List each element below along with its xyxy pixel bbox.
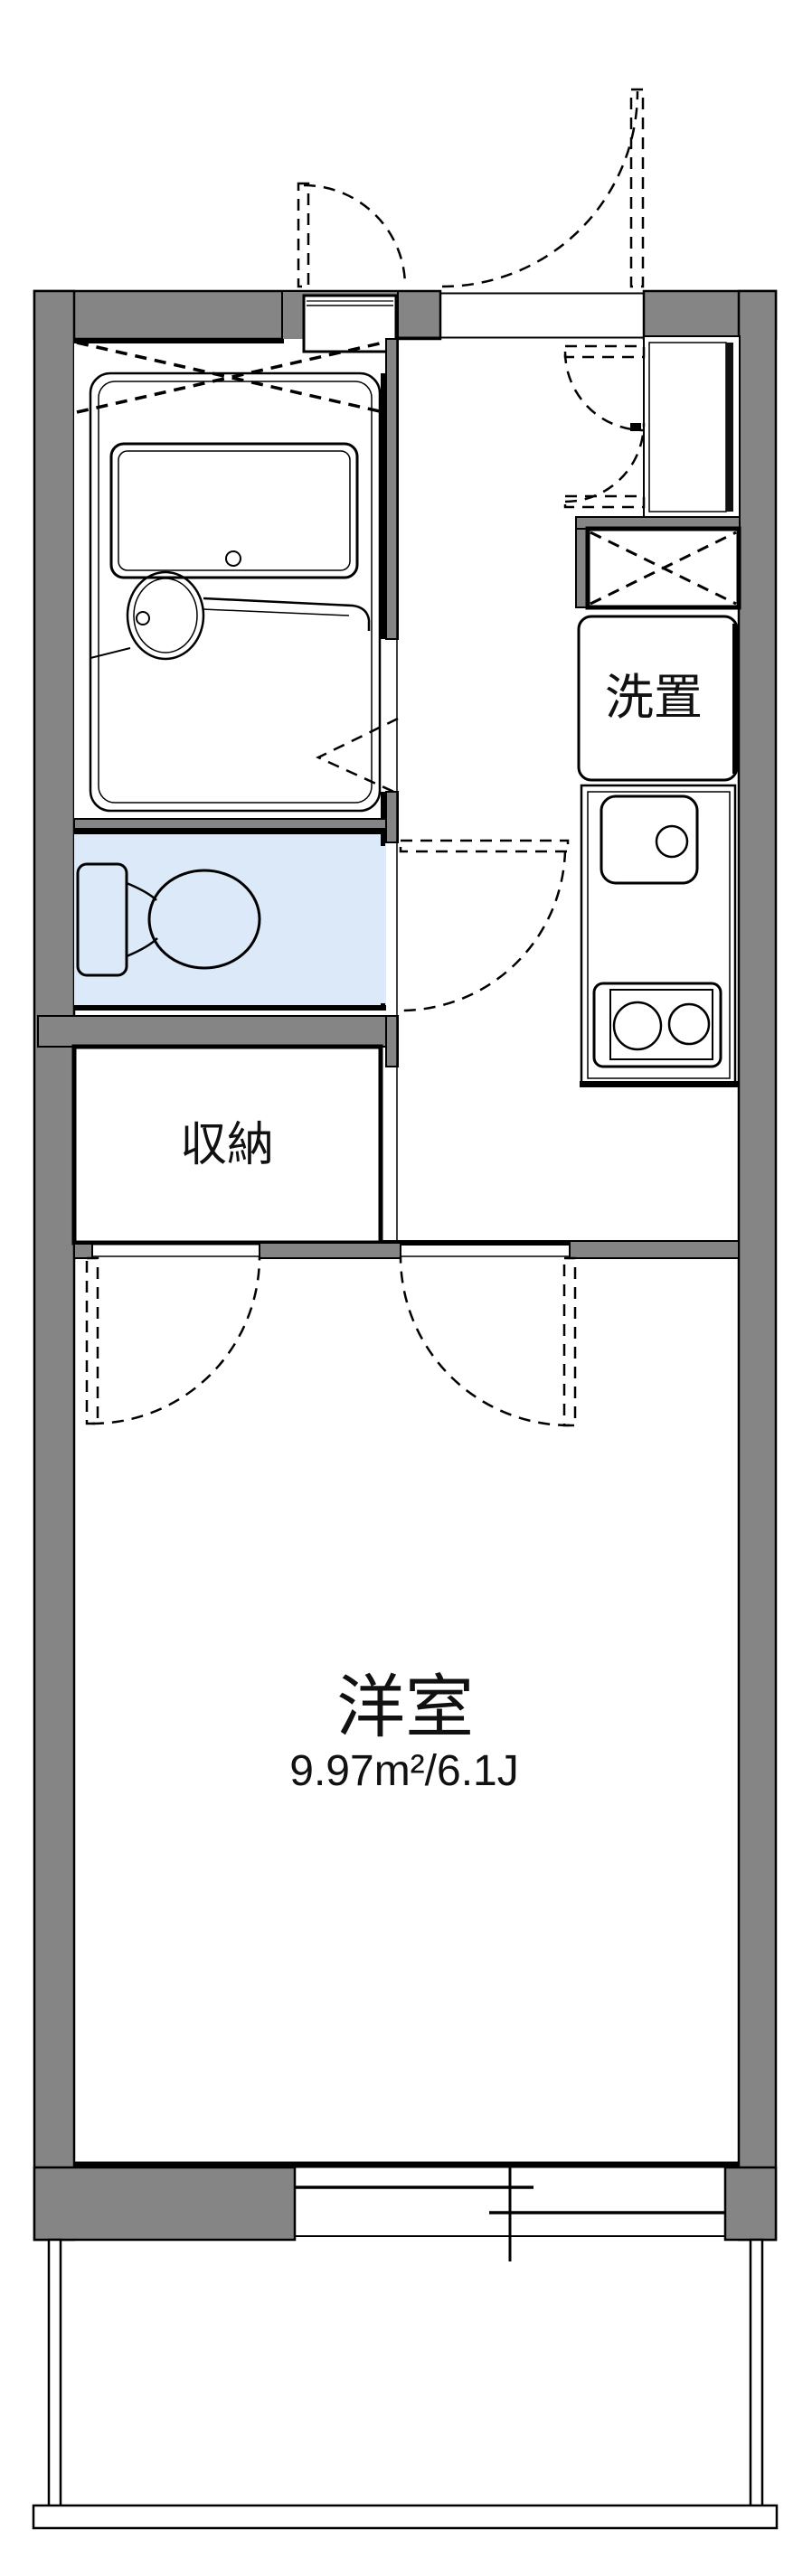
balcony-rail-bottom bbox=[32, 2504, 779, 2530]
toilet-tank bbox=[76, 862, 128, 977]
porch-storage-door bbox=[297, 182, 407, 288]
hall-divider-strips bbox=[385, 338, 399, 1240]
washer-space bbox=[577, 615, 739, 782]
bath-unit bbox=[89, 371, 382, 813]
label-storage: 収納 bbox=[180, 1119, 274, 1171]
bathtub bbox=[109, 442, 359, 579]
wall-bottom-left bbox=[33, 2166, 297, 2242]
wall-toilet-storage bbox=[37, 1015, 399, 1048]
wall-bath-toilet bbox=[73, 818, 387, 830]
kitchen-counter-end bbox=[580, 1081, 738, 1087]
stove-burner-left bbox=[612, 1001, 663, 1051]
main-room-doors bbox=[85, 1255, 577, 1427]
basin-faucet bbox=[136, 611, 150, 625]
kitchen bbox=[580, 784, 738, 1087]
toilet-door bbox=[399, 839, 570, 1012]
main-room-window bbox=[74, 2161, 739, 2261]
bath-counter-edge bbox=[203, 597, 371, 631]
bath-folding-door bbox=[316, 717, 399, 795]
shoe-cabinet-doors bbox=[563, 344, 646, 509]
door-meeting-block bbox=[630, 423, 641, 431]
sink-drain bbox=[655, 824, 689, 859]
wall-bottom-right bbox=[723, 2166, 778, 2242]
stove-burner-right bbox=[667, 1002, 711, 1046]
room-toilet bbox=[74, 830, 386, 1011]
entry-niche bbox=[302, 294, 398, 353]
label-washer: 洗置 bbox=[605, 671, 703, 725]
pipe-space bbox=[575, 516, 741, 610]
bathroom-ceiling-x bbox=[76, 341, 384, 414]
stove-unit bbox=[592, 982, 722, 1068]
kitchen-sink bbox=[600, 794, 699, 885]
wash-basin bbox=[126, 570, 205, 661]
balcony-rail-left bbox=[47, 2238, 62, 2509]
bath-unit-outline bbox=[89, 371, 382, 813]
entrance-door bbox=[441, 88, 645, 288]
toilet-bowl bbox=[147, 869, 261, 970]
toilet-borders bbox=[74, 830, 386, 1011]
walls bbox=[33, 289, 778, 2242]
main-room-top-wall bbox=[73, 1240, 740, 1259]
shoe-cabinet-face bbox=[726, 343, 733, 512]
wall-right bbox=[737, 289, 778, 2242]
room-bathroom bbox=[74, 339, 386, 823]
label-main-room: 洋室 bbox=[336, 1669, 474, 1746]
shoe-cabinet bbox=[643, 335, 741, 519]
balcony-rail-right bbox=[749, 2238, 764, 2509]
room-storage bbox=[71, 1044, 383, 1246]
wall-left bbox=[33, 289, 76, 2242]
bathtub-drain bbox=[225, 550, 241, 567]
toilet-fixture bbox=[76, 862, 261, 977]
balcony bbox=[32, 2238, 779, 2530]
label-main-room-size: 9.97m²/6.1J bbox=[289, 1747, 518, 1795]
